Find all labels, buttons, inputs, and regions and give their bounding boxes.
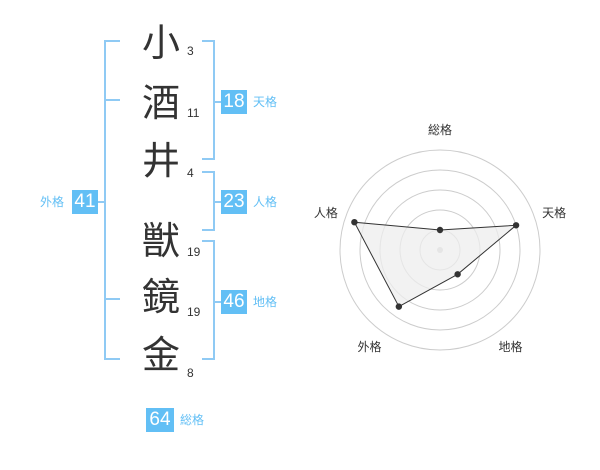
stroke-count-6: 8 (187, 366, 194, 380)
radar-ring (339, 149, 541, 351)
stroke-count-1: 3 (187, 44, 194, 58)
radar-point-4 (395, 303, 403, 310)
stroke-count-4: 19 (187, 245, 201, 259)
radar-axis-label: 総格 (428, 122, 452, 137)
radar-area (353, 221, 518, 308)
stroke-count-2: 11 (187, 106, 200, 120)
name-char-6: 金 (141, 333, 180, 377)
gaikaku-label: 外格 (40, 195, 65, 209)
bracket-tick (104, 298, 120, 300)
radar-ring (359, 169, 521, 331)
jinkaku-bracket (202, 171, 215, 231)
jinkaku-badge: 23 (221, 190, 247, 214)
name-char-5: 鏡 (141, 275, 180, 319)
tenkaku-bracket (202, 40, 215, 160)
name-char-2: 酒 (141, 81, 180, 125)
tenkaku-label: 天格 (253, 95, 278, 109)
gaikaku-tick (96, 201, 104, 203)
name-char-1: 小 (141, 21, 180, 65)
jinkaku-tick (215, 201, 223, 203)
radar-point-5 (351, 218, 358, 226)
radar-axis-label: 地格 (499, 339, 523, 354)
soukaku-label: 総格 (180, 413, 205, 427)
radar-point-2 (512, 222, 520, 229)
stroke-count-3: 4 (187, 166, 194, 180)
radar-axis-label: 天格 (542, 205, 566, 220)
bracket-tick (104, 99, 120, 101)
stroke-count-5: 19 (187, 305, 201, 319)
radar-axis-label: 人格 (314, 205, 338, 220)
radar-point-3 (454, 271, 461, 278)
chikaku-label: 地格 (253, 295, 278, 309)
jinkaku-label: 人格 (253, 195, 278, 209)
chikaku-bracket (202, 240, 215, 360)
chikaku-badge: 46 (221, 290, 247, 314)
radar-axis-label: 外格 (357, 339, 381, 354)
chikaku-tick (215, 301, 223, 303)
name-char-3: 井 (141, 139, 180, 183)
soukaku-badge: 64 (146, 408, 174, 432)
tenkaku-tick (215, 101, 223, 103)
name-char-4: 獣 (141, 219, 180, 263)
gaikaku-bracket (104, 40, 120, 360)
gaikaku-badge: 41 (72, 190, 98, 214)
tenkaku-badge: 18 (221, 90, 247, 114)
radar-point-1 (436, 226, 444, 234)
